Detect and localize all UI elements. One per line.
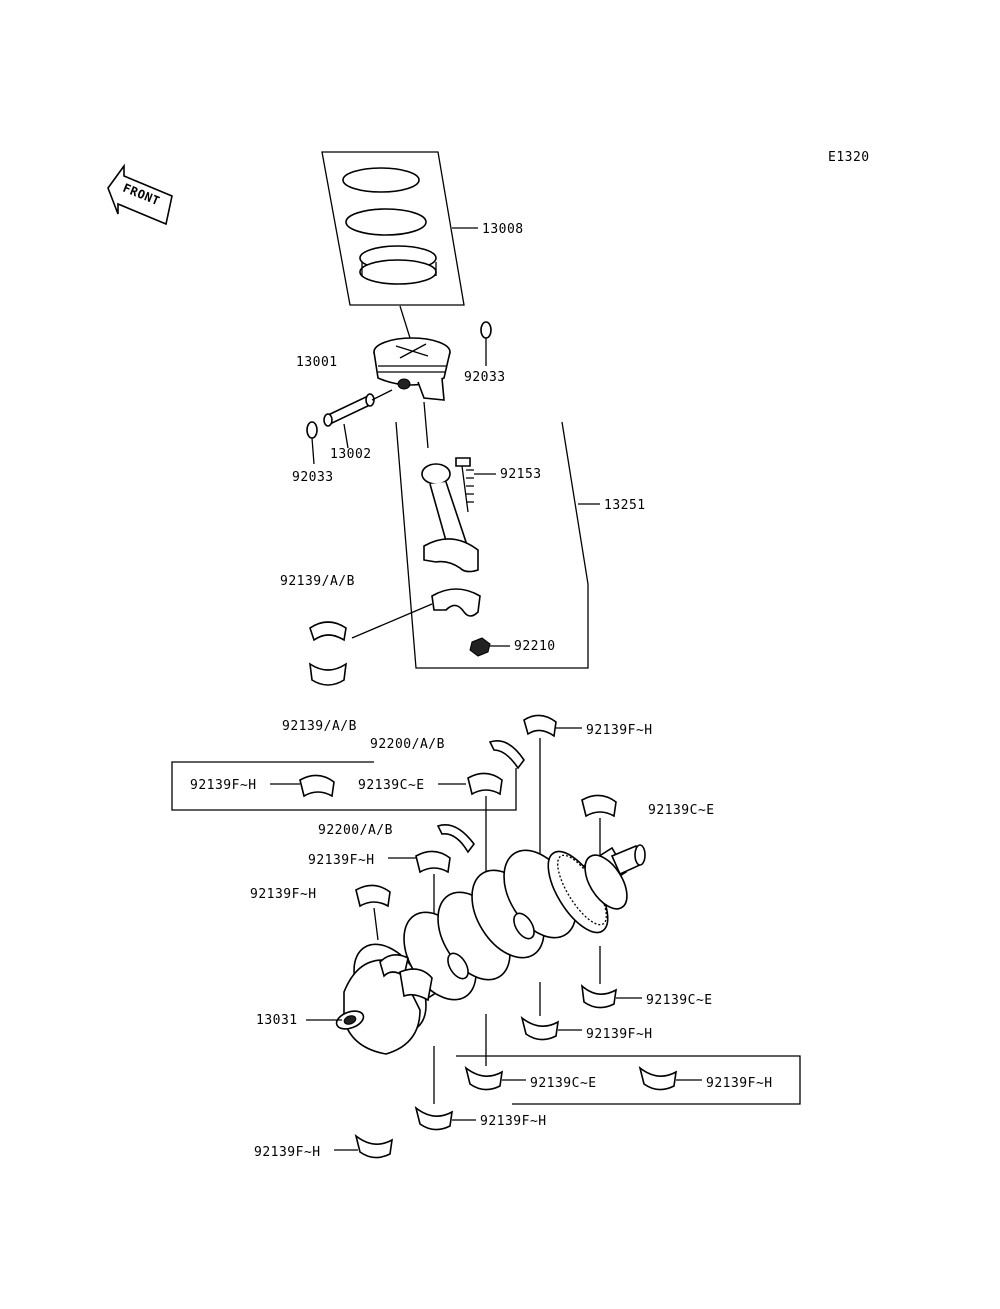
rod-cap [431, 588, 481, 617]
main-bearing-lower-1 [520, 1015, 560, 1041]
main-bearing-box-4 [638, 1065, 678, 1091]
label-13251: 13251 [604, 498, 646, 513]
label-92139fh-1: 92139F~H [586, 723, 653, 738]
label-92139fh-5: 92139F~H [706, 1076, 773, 1091]
circlip-right [480, 321, 492, 339]
label-92033-right: 92033 [464, 370, 506, 385]
label-92139ce-2: 92139C~E [646, 993, 713, 1008]
main-bearing-lower-3 [354, 1133, 394, 1159]
thrust-washer-2 [436, 824, 476, 854]
label-92139fh-3: 92139F~H [250, 887, 317, 902]
piston-ring-set [321, 151, 465, 306]
label-92139ab-2: 92139/A/B [282, 719, 357, 734]
label-92139fh-6: 92139F~H [480, 1114, 547, 1129]
label-92139fh-box: 92139F~H [190, 778, 257, 793]
circlip-left [306, 421, 318, 439]
main-bearing-right-1 [581, 794, 617, 818]
label-92139fh-4: 92139F~H [586, 1027, 653, 1042]
piston [373, 305, 451, 401]
main-bearing-box-1 [299, 774, 335, 798]
label-92139ce-3: 92139C~E [530, 1076, 597, 1091]
label-92139ab-1: 92139/A/B [280, 574, 355, 589]
main-bearing-lower-2 [414, 1105, 454, 1131]
label-92200ab-1: 92200/A/B [370, 737, 445, 752]
label-92153: 92153 [500, 467, 542, 482]
rod-bolt [455, 457, 474, 513]
crankshaft [335, 844, 646, 1055]
front-arrow-icon: FRONT [107, 163, 173, 226]
rod-bearing-shell-2 [308, 662, 348, 686]
label-13002: 13002 [330, 447, 372, 462]
label-92139ce-1: 92139C~E [648, 803, 715, 818]
main-bearing-top-1 [523, 714, 557, 738]
label-13001: 13001 [296, 355, 338, 370]
main-bearing-box-2 [467, 772, 503, 796]
box-group-top [171, 761, 517, 811]
label-13008: 13008 [482, 222, 524, 237]
connecting-rod [421, 401, 479, 573]
label-92139fh-2: 92139F~H [308, 853, 375, 868]
main-bearing-2 [415, 850, 451, 874]
label-92200ab-2: 92200/A/B [318, 823, 393, 838]
piston-pin [323, 389, 393, 427]
rod-nut [469, 637, 491, 657]
label-92139ce-box: 92139C~E [358, 778, 425, 793]
main-bearing-box-3 [464, 1065, 504, 1091]
rod-bearing-shell-1 [309, 621, 347, 642]
label-92210: 92210 [514, 639, 556, 654]
label-13031: 13031 [256, 1013, 298, 1028]
diagram-code: E1320 [828, 150, 870, 165]
main-bearing-lower-right [580, 984, 618, 1009]
thrust-washer-1 [488, 740, 525, 770]
label-92033-left: 92033 [292, 470, 334, 485]
label-92139fh-7: 92139F~H [254, 1145, 321, 1160]
box-group-bottom [456, 1055, 801, 1105]
main-bearing-3 [355, 884, 391, 908]
connecting-rod-bracket [395, 421, 600, 669]
